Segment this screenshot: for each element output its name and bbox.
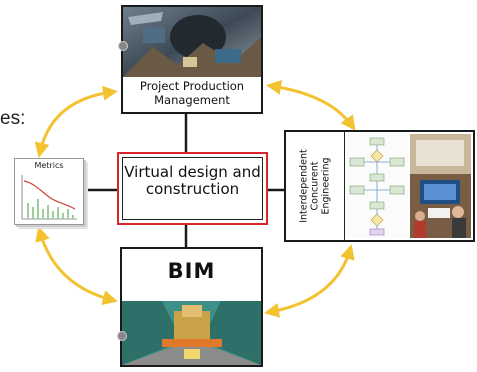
arrow-bottom-left (35, 226, 118, 305)
arrow-top-right (266, 79, 356, 131)
center-inner-frame: Virtual design and construction (122, 157, 263, 220)
bim-model-image (122, 301, 261, 365)
node-top-label: Project Production Management (139, 79, 245, 107)
metrics-chart-icon (21, 175, 77, 220)
node-bottom-label: BIM (167, 259, 216, 283)
node-bim: BIM (117, 247, 263, 367)
node-center-label: Virtual design and construction (124, 163, 261, 198)
engineering-workspace-photo (410, 134, 471, 238)
arrow-top-left (34, 85, 118, 158)
badge-top (118, 41, 128, 51)
node-metrics: Metrics (14, 158, 84, 225)
node-interdependent-engineering: Interdependent Concurent Engineering (284, 130, 475, 242)
node-right-label: Interdependent Concurent Engineering (298, 149, 332, 223)
arrow-bottom-right (264, 244, 355, 318)
intro-text-fragment: es: (0, 108, 26, 129)
node-project-production-management: Project Production Management (118, 5, 263, 114)
right-label-panel: Interdependent Concurent Engineering (286, 132, 345, 240)
badge-bottom (117, 331, 127, 341)
construction-site-photo (123, 7, 261, 77)
node-left-label: Metrics (34, 161, 64, 170)
node-virtual-design-construction: Virtual design and construction (117, 152, 268, 225)
flowchart-icon (346, 134, 408, 238)
